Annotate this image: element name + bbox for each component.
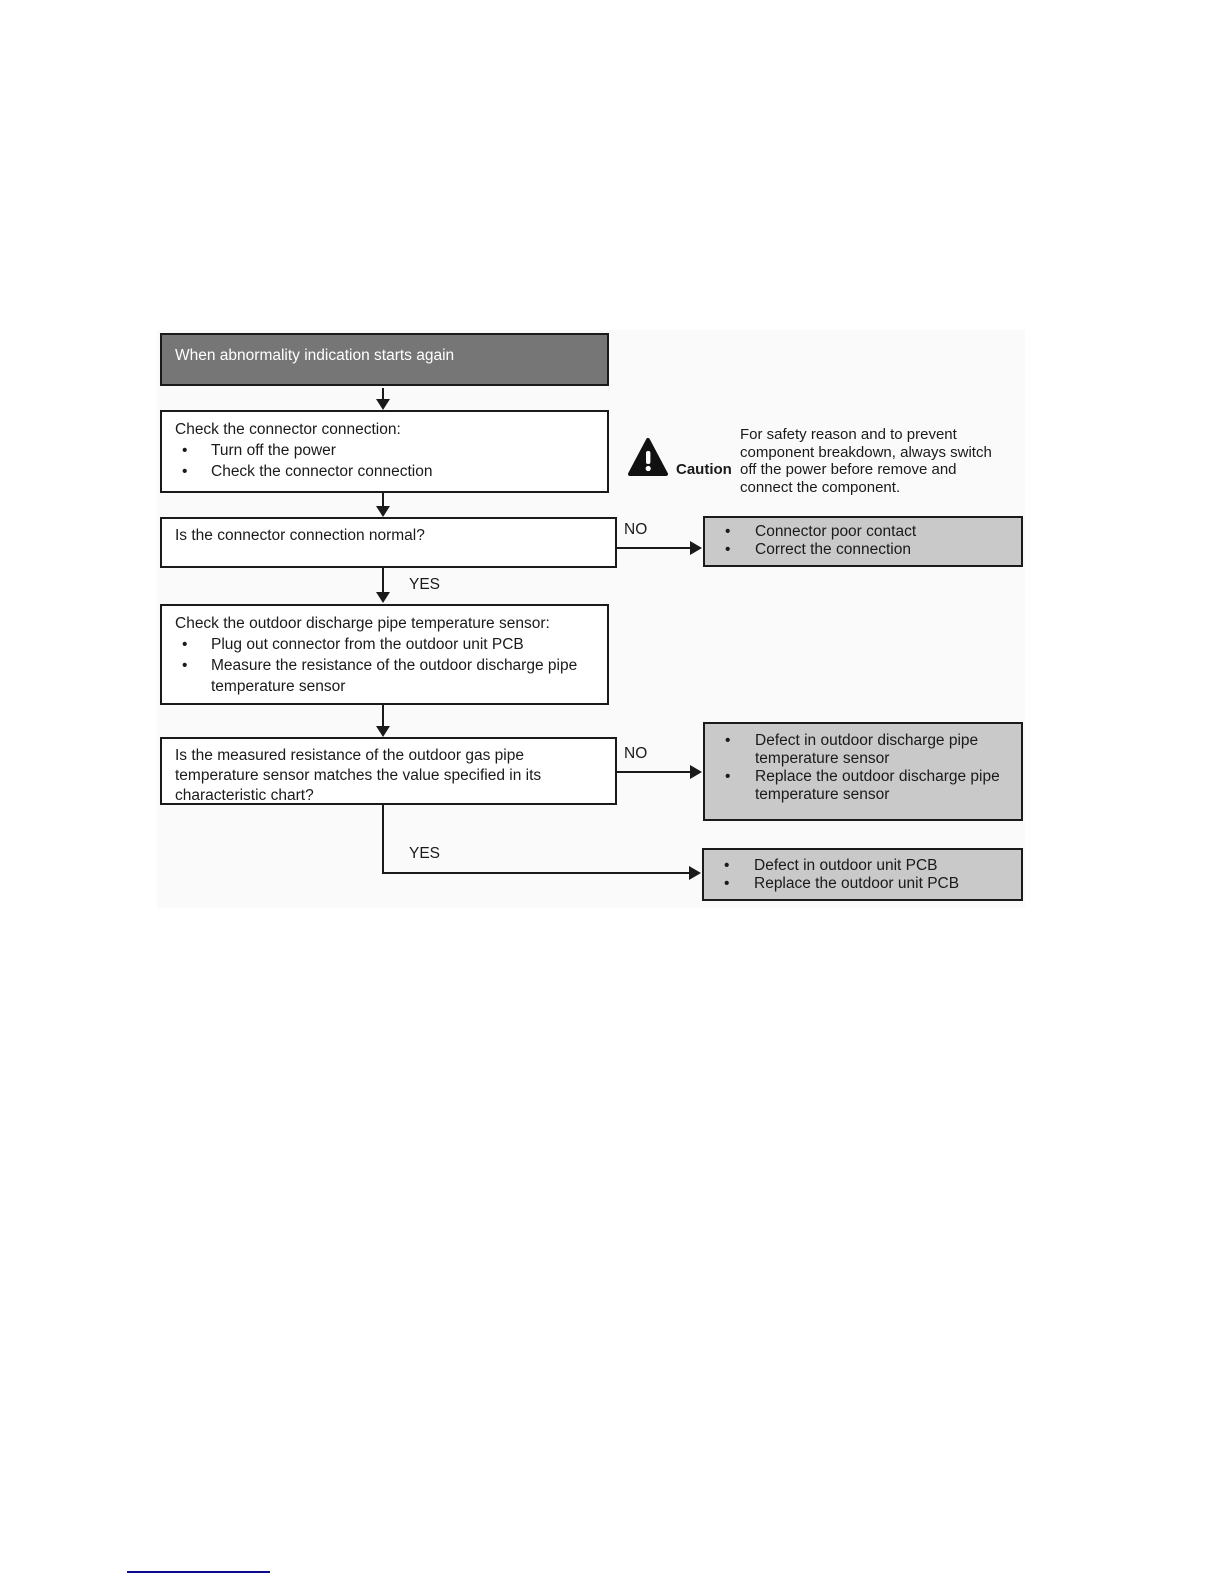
arrowhead-down-icon xyxy=(376,506,390,517)
list-item-text: Measure the resistance of the outdoor di… xyxy=(211,657,578,695)
bullet-icon xyxy=(711,768,755,786)
arrow-line-check-sensor-to-question xyxy=(382,705,384,727)
caution-text: For safety reason and to prevent compone… xyxy=(740,426,992,496)
flow-node-title: Check the outdoor discharge pipe tempera… xyxy=(175,615,550,632)
bullet-icon xyxy=(175,440,211,461)
flow-node-question-connector-normal: Is the connector connection normal? xyxy=(160,517,617,568)
flow-node-start: When abnormality indication starts again xyxy=(160,333,609,386)
arrowhead-right-icon xyxy=(690,541,702,555)
flow-node-result-connector-poor: Connector poor contact Correct the conne… xyxy=(703,516,1023,567)
bullet-icon xyxy=(711,523,755,541)
caution-label: Caution xyxy=(676,461,732,478)
arrow-line-yes-branch-2-vertical xyxy=(382,805,384,874)
list-item: Connector poor contact xyxy=(711,523,1015,541)
list-item-text: Replace the outdoor discharge pipe tempe… xyxy=(755,768,1000,803)
bullet-icon xyxy=(175,634,211,655)
bullet-icon xyxy=(710,857,754,875)
list-item-text: Turn off the power xyxy=(211,442,336,459)
flow-node-check-connector: Check the connector connection: Turn off… xyxy=(160,410,609,493)
list-item-text: Connector poor contact xyxy=(755,523,917,540)
yes-label: YES xyxy=(409,845,441,862)
list-item: Correct the connection xyxy=(711,541,1015,559)
arrowhead-down-icon xyxy=(376,726,390,737)
list-item-text: Defect in outdoor unit PCB xyxy=(754,857,938,874)
no-label: NO xyxy=(624,521,648,538)
list-item-text: Plug out connector from the outdoor unit… xyxy=(211,636,524,653)
list-item-text: Replace the outdoor unit PCB xyxy=(754,875,960,892)
arrow-line-no-branch-1 xyxy=(617,547,691,549)
flow-node-question-resistance-match: Is the measured resistance of the outdoo… xyxy=(160,737,617,805)
list-item: Check the connector connection xyxy=(175,461,601,482)
footer-divider-line xyxy=(127,1571,270,1573)
flow-node-result-sensor-defect: Defect in outdoor discharge pipe tempera… xyxy=(703,722,1023,821)
flow-node-start-label: When abnormality indication starts again xyxy=(175,347,455,364)
bullet-icon xyxy=(175,655,211,676)
yes-label: YES xyxy=(409,576,441,593)
list-item: Turn off the power xyxy=(175,440,601,461)
arrow-line-yes-branch-1 xyxy=(382,567,384,593)
arrow-line-start-to-check-connector xyxy=(382,388,384,402)
list-item: Replace the outdoor unit PCB xyxy=(710,875,1015,893)
flow-node-check-sensor: Check the outdoor discharge pipe tempera… xyxy=(160,604,609,705)
list-item: Plug out connector from the outdoor unit… xyxy=(175,634,601,655)
list-item-text: Correct the connection xyxy=(755,541,911,558)
bullet-icon xyxy=(175,461,211,482)
list-item: Defect in outdoor unit PCB xyxy=(710,857,1015,875)
list-item-text: Check the connector connection xyxy=(211,463,433,480)
bullet-icon xyxy=(711,732,755,750)
bullet-icon xyxy=(711,541,755,559)
caution-warning-triangle-icon xyxy=(627,437,669,484)
arrow-line-no-branch-2 xyxy=(617,771,691,773)
arrowhead-right-icon xyxy=(690,765,702,779)
list-item-text: Defect in outdoor discharge pipe tempera… xyxy=(755,732,979,767)
no-label: NO xyxy=(624,745,648,762)
arrowhead-down-icon xyxy=(376,592,390,603)
flow-node-result-pcb-defect: Defect in outdoor unit PCB Replace the o… xyxy=(702,848,1023,901)
list-item: Replace the outdoor discharge pipe tempe… xyxy=(711,768,1015,804)
arrowhead-down-icon xyxy=(376,399,390,410)
arrowhead-right-icon xyxy=(689,866,701,880)
question-text: Is the connector connection normal? xyxy=(175,527,425,544)
list-item: Measure the resistance of the outdoor di… xyxy=(175,655,601,697)
list-item: Defect in outdoor discharge pipe tempera… xyxy=(711,732,1015,768)
flow-node-title: Check the connector connection: xyxy=(175,421,401,438)
bullet-icon xyxy=(710,875,754,893)
question-text: Is the measured resistance of the outdoo… xyxy=(175,747,542,804)
arrow-line-yes-branch-2-horizontal xyxy=(382,872,689,874)
arrow-line-check-connector-to-question xyxy=(382,493,384,507)
